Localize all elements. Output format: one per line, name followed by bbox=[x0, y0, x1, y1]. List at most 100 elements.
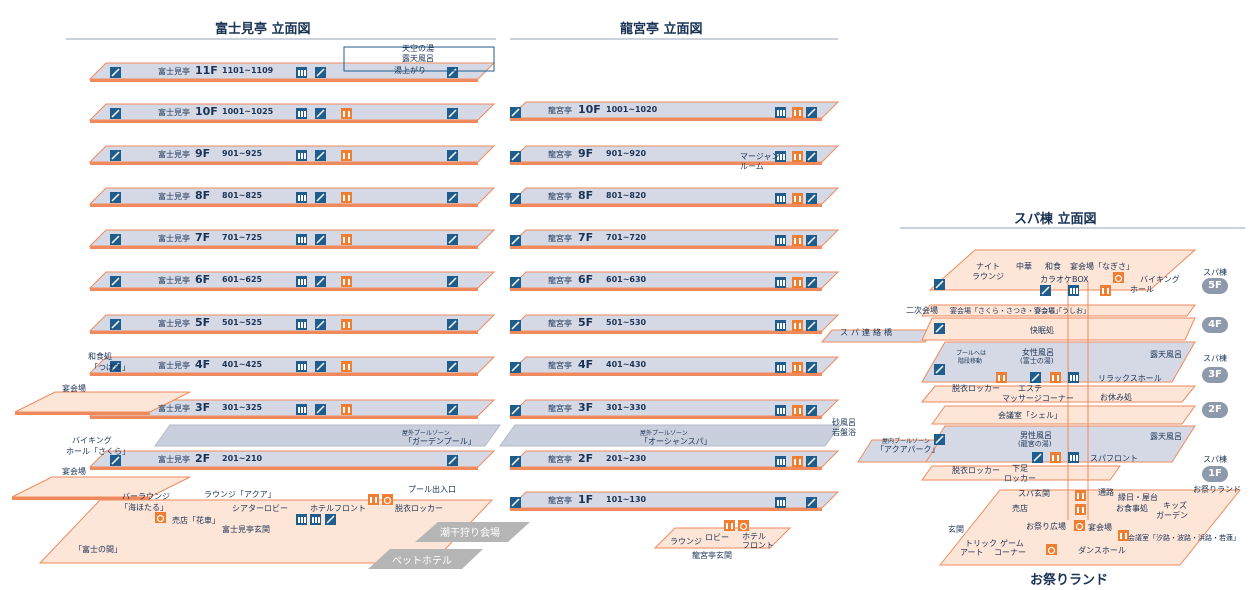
fuji-floor-rooms: 301~325 bbox=[222, 403, 263, 412]
stairs-icon-line bbox=[111, 362, 120, 371]
stairs-icon-line bbox=[807, 152, 816, 161]
viking-label: バイキング bbox=[72, 436, 112, 445]
toilet-icon-woman bbox=[348, 195, 350, 201]
spa-title: スパ棟 立面図 bbox=[1014, 212, 1097, 227]
toilet-icon-woman bbox=[1107, 288, 1109, 294]
food-place-label: お食事処 bbox=[1116, 504, 1148, 513]
toilet-icon bbox=[341, 276, 352, 287]
fuji-floor-9F-edge bbox=[90, 162, 478, 165]
ryugu-floor-7F-edge bbox=[510, 246, 822, 249]
toilet-icon-woman bbox=[799, 196, 801, 202]
wheelchair-icon-wheel bbox=[383, 496, 392, 505]
garden-pool-zone bbox=[154, 424, 501, 447]
fuji-floor-name: 富士見亭 bbox=[158, 319, 190, 328]
mahjong-label: マージャン bbox=[740, 152, 780, 161]
massage-label: マッサージコーナー bbox=[1002, 394, 1074, 403]
stairs-icon-line bbox=[511, 278, 520, 287]
ryugu-floor-name: 龍宮亭 bbox=[548, 455, 572, 464]
ryugu-floor-9F-edge bbox=[510, 162, 822, 165]
ryugu-floor-name: 龍宮亭 bbox=[548, 234, 572, 243]
spa-front-label: スパフロント bbox=[1090, 454, 1138, 463]
toilet-icon bbox=[792, 456, 803, 467]
fuji-floor-number: 7F bbox=[195, 231, 211, 244]
ennichi-label: 縁日・屋台 bbox=[1118, 493, 1158, 502]
elevator-icon-bar bbox=[301, 279, 303, 285]
ryugu-floor-4F-edge bbox=[510, 373, 822, 376]
elevator-icon-bar bbox=[304, 70, 306, 76]
elevator-icon-bar bbox=[301, 364, 303, 370]
ryugu-floor-number: 5F bbox=[578, 316, 594, 329]
esthe-label: エステ bbox=[1018, 384, 1042, 393]
toilet-icon-man bbox=[343, 195, 345, 201]
toilet-icon-man bbox=[1077, 493, 1079, 499]
stairs-icon-line bbox=[316, 109, 325, 118]
ryugu-floor-rooms: 901~920 bbox=[606, 149, 647, 158]
toilet-icon-woman bbox=[348, 111, 350, 117]
toilet-icon-man bbox=[794, 323, 796, 329]
elevator-icon-bar bbox=[298, 111, 300, 117]
washokudokoro-label: 和食処 bbox=[88, 352, 112, 361]
ryugu-floor-name: 龍宮亭 bbox=[548, 361, 572, 370]
meeting-shell-label: 会議室「シェル」 bbox=[998, 411, 1062, 420]
garden-pool-label: 「ガーデンプール」 bbox=[404, 437, 476, 446]
toilet-icon-man bbox=[794, 408, 796, 414]
geta-locker-label-2: ロッカー bbox=[1004, 474, 1036, 483]
elevator-icon-bar bbox=[304, 111, 306, 117]
toilet-icon bbox=[1050, 372, 1061, 383]
toilet-icon bbox=[792, 320, 803, 331]
spa-floor-badge-5F: 5F bbox=[1202, 278, 1228, 294]
ocean-spa-label: 「オーシャンスパ」 bbox=[640, 437, 712, 446]
toilet-icon bbox=[341, 234, 352, 245]
fuji-floor-rooms: 1101~1109 bbox=[222, 66, 274, 75]
elevator-icon-bar bbox=[780, 365, 782, 371]
toilet-icon-man bbox=[343, 364, 345, 370]
stairs-icon-line bbox=[448, 193, 457, 202]
toilet-icon-woman bbox=[799, 323, 801, 329]
fuji-floor-name: 富士見亭 bbox=[158, 67, 190, 76]
stairs-icon-line bbox=[1031, 373, 1040, 382]
relax-hall-label: リラックスホール bbox=[1098, 374, 1162, 383]
sky-bath-label: 天空の湯 bbox=[402, 44, 434, 53]
fuji-floor-7F bbox=[88, 229, 496, 247]
fuji-entrance-label: 富士見亭玄関 bbox=[222, 525, 270, 534]
spa-2f-slab bbox=[931, 405, 1196, 425]
wheelchair-icon bbox=[738, 520, 749, 531]
fuji-floor-9F bbox=[88, 145, 496, 163]
ryugu-floor-number: 7F bbox=[578, 231, 594, 244]
ryugu-ground-floor bbox=[653, 527, 792, 549]
toilet-icon-woman bbox=[375, 497, 377, 503]
toilet-icon-woman bbox=[799, 408, 801, 414]
female-bath-label: 女性風呂 bbox=[1022, 348, 1054, 357]
garden-pool-zone-label: 屋外プールゾーン bbox=[402, 430, 450, 437]
elevator-icon-bar bbox=[780, 459, 782, 465]
fuji-floor-8F-edge bbox=[90, 204, 478, 207]
matsuri-land-label-1f: お祭りランド bbox=[1193, 485, 1241, 494]
toilet-icon bbox=[341, 150, 352, 161]
elevator-icon-bar bbox=[304, 195, 306, 201]
fuji-floor-rooms: 801~825 bbox=[222, 191, 263, 200]
fuji-floor-6F bbox=[88, 271, 496, 289]
elevator-icon-bar bbox=[780, 408, 782, 414]
toilet-icon-woman bbox=[348, 153, 350, 159]
ryugu-floor-name: 龍宮亭 bbox=[548, 496, 572, 505]
stairs-icon-line bbox=[935, 324, 944, 333]
stairs-icon-line bbox=[316, 362, 325, 371]
elevator-icon-bar bbox=[783, 459, 785, 465]
fuji-floor-number: 6F bbox=[195, 273, 211, 286]
elevator-icon-bar bbox=[298, 70, 300, 76]
ryugu-front-label: フロント bbox=[742, 541, 774, 550]
ryugu-floor-number: 10F bbox=[578, 103, 601, 116]
toilet-icon-man bbox=[794, 154, 796, 160]
niji-kaijo-label: 二次会場 bbox=[906, 306, 938, 315]
toilet-icon-man bbox=[794, 238, 796, 244]
stairs-icon-line bbox=[316, 193, 325, 202]
toilet-icon bbox=[368, 494, 379, 505]
stairs-icon-line bbox=[448, 362, 457, 371]
toilet-icon bbox=[792, 362, 803, 373]
elevator-icon-bar bbox=[783, 365, 785, 371]
umihotaru-label: 「海ほたる」 bbox=[120, 503, 168, 512]
toilet-icon-woman bbox=[799, 365, 801, 371]
spa-3f-lower-slab bbox=[920, 385, 1197, 403]
elevator-icon-bar bbox=[777, 196, 779, 202]
fuji-floor-name: 富士見亭 bbox=[158, 455, 190, 464]
